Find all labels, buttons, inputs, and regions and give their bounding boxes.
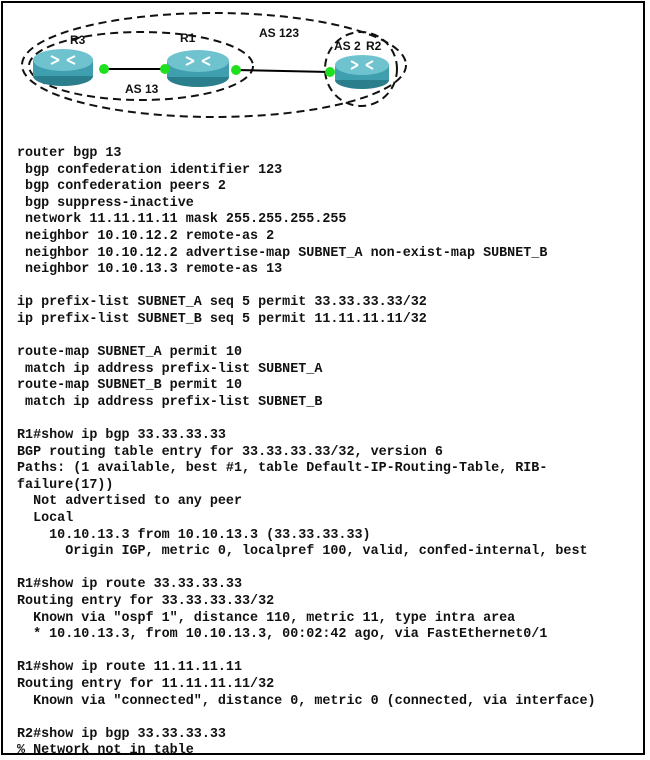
cli-line: Known via "connected", distance 0, metri… bbox=[17, 693, 596, 709]
zone-label-as-2: AS 2 bbox=[334, 39, 361, 53]
cli-line: R2#show ip bgp 33.33.33.33 bbox=[17, 726, 226, 742]
cli-output-block: router bgp 13 bgp confederation identifi… bbox=[17, 146, 642, 760]
cli-line: Known via "ospf 1", distance 110, metric… bbox=[17, 610, 516, 626]
cli-line bbox=[17, 279, 642, 296]
router-label-r2: R2 bbox=[366, 39, 382, 53]
interface-dot bbox=[160, 64, 170, 74]
router-label-r1: R1 bbox=[180, 31, 196, 45]
cli-line: Origin IGP, metric 0, localpref 100, val… bbox=[17, 544, 588, 560]
as-2-boundary bbox=[324, 31, 398, 107]
cli-line: BGP routing table entry for 33.33.33.33/… bbox=[17, 444, 443, 460]
cli-line bbox=[17, 412, 642, 429]
zone-label-as-123: AS 123 bbox=[259, 26, 299, 40]
interface-dot bbox=[231, 65, 241, 75]
cli-line: R1#show ip route 33.33.33.33 bbox=[17, 577, 242, 593]
as-123-boundary bbox=[21, 12, 407, 118]
router-label-r3: R3 bbox=[70, 33, 86, 47]
cli-line: % Network not in table bbox=[17, 743, 194, 759]
cli-line: neighbor 10.10.12.2 advertise-map SUBNET… bbox=[17, 245, 548, 261]
cli-line: Routing entry for 33.33.33.33/32 bbox=[17, 594, 275, 610]
cli-line: Paths: (1 available, best #1, table Defa… bbox=[17, 461, 548, 477]
cli-line: * 10.10.13.3, from 10.10.13.3, 00:02:42 … bbox=[17, 627, 548, 643]
cli-line: Routing entry for 11.11.11.11/32 bbox=[17, 677, 275, 692]
as-13-boundary bbox=[28, 31, 254, 101]
cli-line: match ip address prefix-list SUBNET_B bbox=[17, 394, 323, 410]
cli-line: 10.10.13.3 from 10.10.13.3 (33.33.33.33) bbox=[17, 527, 371, 543]
cli-line: ip prefix-list SUBNET_B seq 5 permit 11.… bbox=[17, 311, 427, 327]
interface-dot bbox=[325, 67, 335, 77]
zone-label-as-13: AS 13 bbox=[125, 82, 159, 96]
cli-line: route-map SUBNET_A permit 10 bbox=[17, 345, 242, 361]
cli-line: bgp suppress-inactive bbox=[17, 195, 194, 211]
cli-line: bgp confederation identifier 123 bbox=[17, 162, 283, 178]
router-icon bbox=[33, 49, 93, 86]
interface-dot bbox=[99, 64, 109, 74]
cli-line: network 11.11.11.11 mask 255.255.255.255 bbox=[17, 212, 347, 228]
cli-line: neighbor 10.10.12.2 remote-as 2 bbox=[17, 228, 275, 244]
cli-line bbox=[17, 710, 642, 727]
router-icon bbox=[335, 55, 389, 89]
cli-line: ip prefix-list SUBNET_A seq 5 permit 33.… bbox=[17, 295, 427, 311]
cli-line: R1#show ip route 11.11.11.11 bbox=[17, 660, 242, 676]
router-icon bbox=[167, 50, 229, 87]
cli-line bbox=[17, 329, 642, 346]
cli-line: route-map SUBNET_B permit 10 bbox=[17, 378, 242, 394]
cli-line: router bgp 13 bbox=[17, 146, 122, 161]
cli-line bbox=[17, 644, 642, 661]
cli-line: Local bbox=[17, 511, 74, 527]
cli-line bbox=[17, 561, 642, 578]
network-topology-diagram: R3 R1 R2 AS 123 AS 13 AS 2 bbox=[21, 12, 407, 118]
cli-line: neighbor 10.10.13.3 remote-as 13 bbox=[17, 262, 283, 278]
link-r1-r2 bbox=[235, 69, 331, 73]
cli-line: match ip address prefix-list SUBNET_A bbox=[17, 361, 323, 377]
cli-line: Not advertised to any peer bbox=[17, 494, 242, 510]
cli-line: failure(17)) bbox=[17, 477, 114, 493]
cli-line: bgp confederation peers 2 bbox=[17, 179, 226, 195]
cli-line: R1#show ip bgp 33.33.33.33 bbox=[17, 428, 226, 444]
